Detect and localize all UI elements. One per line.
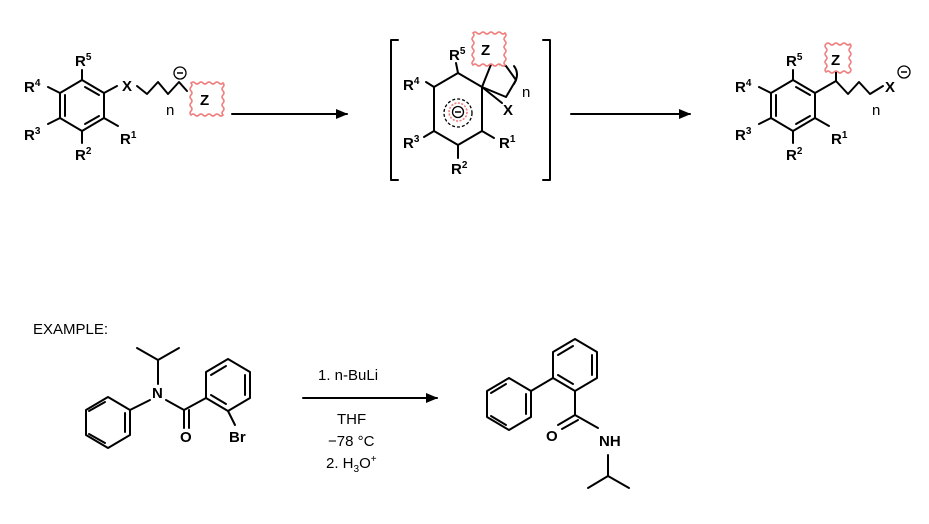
aromatic-double-bond (84, 115, 100, 125)
z-label: Z (200, 92, 209, 109)
phenyl-ring (486, 377, 532, 431)
x-label: X (503, 102, 513, 119)
aryl-ring (552, 338, 598, 392)
condition-solvent: THF (337, 411, 366, 428)
condition-step2: 2. H3O+ (326, 454, 377, 475)
r1-label: R1 (831, 130, 848, 148)
left-bracket (390, 39, 399, 181)
r2-label: R2 (451, 160, 468, 178)
benzene-ring (59, 79, 105, 132)
benzene-ring (770, 79, 816, 132)
x-label: X (122, 78, 132, 95)
r2-label: R2 (786, 146, 803, 164)
meisenheimer-intermediate: Z R5 R4 R3 R2 R1 X n (390, 31, 551, 181)
oxygen-label: O (546, 428, 558, 445)
negative-charge-icon (897, 65, 911, 79)
rearranged-product: Z R5 R4 R3 R2 R1 n X (735, 42, 911, 164)
bromoaryl-ring (205, 358, 251, 412)
negative-charge-icon (451, 105, 465, 119)
spiro-chain (481, 61, 517, 98)
alkyl-chain (835, 80, 884, 95)
r2-label: R2 (75, 146, 92, 164)
aromatic-double-bond (795, 86, 811, 96)
starting-material: R5 R4 R3 R2 R1 X n Z (24, 52, 225, 164)
delocalized-charge-highlight (448, 102, 468, 122)
r5-label: R5 (449, 46, 466, 64)
z-label: Z (831, 52, 840, 69)
z-group-box (824, 42, 852, 74)
n-label: n (872, 102, 880, 119)
oxygen-label: O (180, 429, 192, 446)
r4-label: R4 (24, 78, 41, 96)
z-label: Z (481, 42, 490, 59)
n-label: n (166, 102, 174, 119)
amide-nh-label: NH (599, 433, 621, 450)
aromatic-double-bond (795, 115, 811, 125)
r4-label: R4 (735, 78, 752, 96)
example-reactant: N O Br (85, 347, 251, 449)
r5-label: R5 (75, 52, 92, 70)
negative-charge-icon (173, 66, 187, 80)
condition-temperature: −78 °C (328, 433, 375, 450)
r3-label: R3 (24, 126, 41, 144)
r1-label: R1 (499, 134, 516, 152)
right-bracket (542, 39, 551, 181)
z-group-box (471, 31, 507, 67)
aromatic-double-bond (84, 86, 100, 96)
z-group-box (189, 81, 225, 117)
alkyl-chain (136, 81, 188, 95)
bromine-label: Br (229, 429, 246, 446)
r1-label: R1 (120, 130, 137, 148)
condition-step1: 1. n-BuLi (318, 367, 378, 384)
phenyl-ring (85, 396, 131, 449)
example-product: O NH (486, 338, 630, 489)
nitrogen-label: N (152, 385, 163, 402)
r4-label: R4 (403, 76, 420, 94)
example-heading: EXAMPLE: (33, 321, 108, 338)
r3-label: R3 (735, 126, 752, 144)
r5-label: R5 (786, 52, 803, 70)
r3-label: R3 (403, 134, 420, 152)
x-label: X (885, 79, 895, 96)
n-label: n (522, 84, 530, 101)
